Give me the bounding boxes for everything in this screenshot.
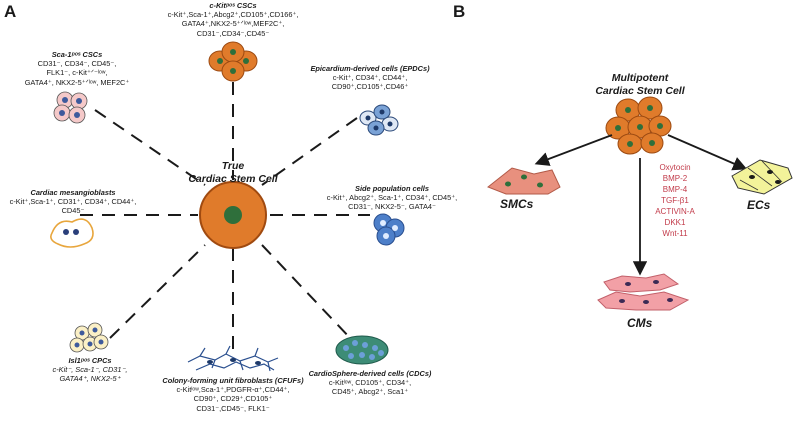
factor-item: BMP-4 [662, 185, 688, 194]
mesangioblast-marker-line: CD45⁻ [61, 206, 85, 216]
true-stem-cell [199, 181, 267, 249]
mesangioblast-title: Cardiac mesangioblasts [30, 188, 116, 197]
multipotent-title: Multipotent Cardiac Stem Cell [580, 72, 700, 97]
ckit-csc-label: c-Kitᵖᵒˢ CSCs c-Kit⁺,Sca-1⁺,Abcg2⁺,CD105… [150, 1, 316, 38]
panel-letter-b: B [453, 2, 466, 21]
sca1-marker-line: GATA4⁺, NKX2-5⁺ᐟˡᵒʷ, MEF2C⁺ [24, 77, 130, 87]
cdc-cell-cluster [335, 335, 389, 365]
sca1-marker-line: FLK1⁻, c-Kit⁺ᐟ⁻ˡᵒʷ, [46, 68, 108, 78]
isl1-cell-cluster [69, 322, 109, 353]
side-population-label: Side population cells c-Kit⁺, Abcg2⁺, Sc… [318, 184, 466, 212]
isl1-cpc-label: Isl1ᵖᵒˢ CPCs c-Kit⁻, Sca-1⁻, CD31⁻, GATA… [40, 356, 140, 384]
side-population-marker-line: CD31⁻, NKX2-5⁻, GATA4⁻ [348, 202, 436, 212]
dashed-spokes [80, 82, 370, 352]
epdc-marker-line: c-Kit⁺, CD34⁺, CD44⁺, [332, 73, 408, 83]
epdc-label: Epicardium-derived cells (EPDCs) c-Kit⁺,… [305, 64, 435, 92]
cfuf-marker-line: CD31⁻,CD45⁻, FLK1⁻ [196, 403, 270, 413]
epdc-title: Epicardium-derived cells (EPDCs) [310, 64, 430, 73]
isl1-marker-line: c-Kit⁻, Sca-1⁻, CD31⁻, [52, 365, 128, 375]
cfuf-fibroblast-network [187, 345, 279, 372]
factor-item: TGF-β1 [661, 196, 689, 205]
side-population-title: Side population cells [355, 184, 429, 193]
epdc-cell-cluster [359, 104, 399, 136]
factor-item: ACTIVIN-A [655, 207, 695, 216]
mesangioblast-cell [50, 218, 94, 248]
smc-cells [487, 167, 561, 195]
center-title-line2: Cardiac Stem Cell [188, 172, 278, 185]
factor-item: DKK1 [664, 218, 686, 227]
sca1-cell-cluster [53, 91, 88, 124]
ec-label: ECs [747, 198, 771, 212]
mesangioblast-label: Cardiac mesangioblasts c-Kit⁺,Sca-1⁺, CD… [4, 188, 142, 216]
multipotent-cell-cluster [605, 96, 672, 155]
cfuf-title: Colony-forming unit fibroblasts (CFUFs) [162, 376, 304, 385]
cfuf-marker-line: CD90⁺, CD29⁺,CD105⁺ [193, 394, 273, 404]
smc-label: SMCs [500, 197, 534, 211]
true-stem-cell-title: True Cardiac Stem Cell [183, 160, 283, 185]
cdc-label: CardioSphere-derived cells (CDCs) c-Kitˡ… [300, 369, 440, 397]
ckit-marker-line: GATA4⁺,NKX2-5⁺ᐟˡᵒʷ,MEF2C⁺, [181, 19, 285, 29]
sca1-csc-label: Sca-1ᵖᵒˢ CSCs CD31⁻, CD34⁻, CD45⁻, FLK1⁻… [22, 50, 132, 87]
ckit-cell-cluster [208, 41, 258, 82]
sca1-csc-title: Sca-1ᵖᵒˢ CSCs [51, 50, 103, 59]
differentiation-factors-list: Oxytocin BMP-2 BMP-4 TGF-β1 ACTIVIN-A DK… [640, 162, 710, 239]
factor-item: BMP-2 [662, 174, 688, 183]
cdc-marker-line: c-Kitˡᵒʷ, CD105⁺, CD34⁺, [328, 378, 412, 388]
cfuf-label: Colony-forming unit fibroblasts (CFUFs) … [150, 376, 316, 413]
sca1-marker-line: CD31⁻, CD34⁻, CD45⁻, [37, 59, 117, 69]
panel-letter-a: A [4, 2, 17, 21]
isl1-marker-line: GATA4⁺, NKX2-5⁺ [59, 374, 121, 384]
mesangioblast-marker-line: c-Kit⁺,Sca-1⁺, CD31⁺, CD34⁺, CD44⁺, [9, 197, 137, 207]
ckit-csc-title: c-Kitᵖᵒˢ CSCs [209, 1, 257, 10]
factor-item: Oxytocin [659, 163, 691, 172]
cfuf-marker-line: c-Kitˡᵒʷ,Sca-1⁺,PDGFR-α⁺,CD44⁺, [176, 385, 290, 395]
multipotent-title-line2: Cardiac Stem Cell [595, 84, 685, 97]
cdc-marker-line: CD45⁺, Abcg2⁺, Sca1⁺ [331, 387, 409, 397]
center-title-line1: True [221, 160, 245, 172]
isl1-cpc-title: Isl1ᵖᵒˢ CPCs [68, 356, 112, 365]
ckit-marker-line: c-Kit⁺,Sca-1⁺,Abcg2⁺,CD105⁺,CD166⁺, [167, 10, 299, 20]
factor-item: Wnt-11 [662, 229, 688, 238]
epdc-marker-line: CD90⁺,CD105⁺,CD46⁺ [331, 82, 409, 92]
cdc-title: CardioSphere-derived cells (CDCs) [308, 369, 432, 378]
cm-label: CMs [627, 316, 653, 330]
side-population-marker-line: c-Kit⁺, Abcg2⁺, Sca-1⁺, CD34⁺, CD45⁺, [326, 193, 458, 203]
differentiation-arrows [534, 134, 748, 276]
cm-cells [597, 273, 690, 311]
side-population-cluster [373, 213, 405, 246]
multipotent-title-line1: Multipotent [611, 72, 669, 84]
ckit-marker-line: CD31⁻,CD34⁻,CD45⁻ [196, 28, 270, 38]
ec-cells [731, 159, 793, 195]
